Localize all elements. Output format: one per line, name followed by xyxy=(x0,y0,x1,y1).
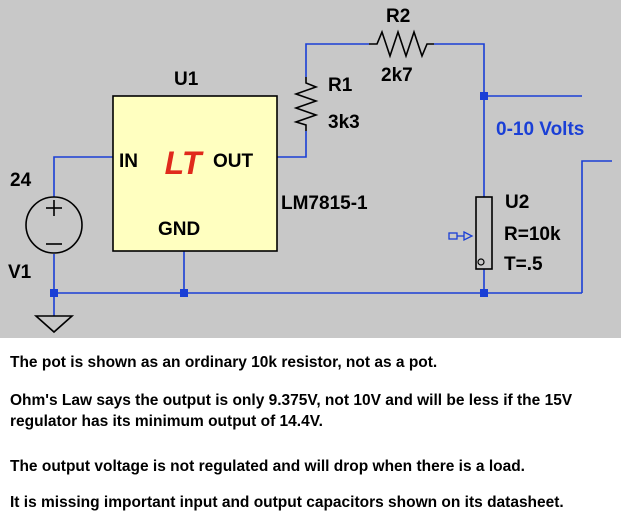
resistor-r1 xyxy=(293,77,319,131)
note-ohms-law: Ohm's Law says the output is only 9.375V… xyxy=(10,392,573,430)
junction-output-node xyxy=(480,92,488,100)
source-ref: V1 xyxy=(8,262,32,283)
wire-v1-positive-to-in xyxy=(53,156,113,197)
note-not-regulated: The output voltage is not regulated and … xyxy=(10,458,525,475)
wire-output-terminal xyxy=(581,160,612,293)
junction-ground-gnd xyxy=(180,289,188,297)
voltage-source xyxy=(25,196,83,254)
regulator-model: LM7815-1 xyxy=(281,193,368,214)
junctions xyxy=(50,92,488,297)
note-missing-capacitors: It is missing important input and output… xyxy=(10,494,564,511)
lt-logo: LT xyxy=(165,145,204,181)
note-pot: The pot is shown as an ordinary 10k resi… xyxy=(10,354,438,371)
junction-ground-pot xyxy=(480,289,488,297)
pot-setting: T=.5 xyxy=(504,254,543,275)
regulator-pin-out: OUT xyxy=(213,151,254,172)
pot-ref: U2 xyxy=(505,192,529,213)
pot-value: R=10k xyxy=(504,224,561,245)
wire-r2-to-output-node xyxy=(434,43,485,197)
wire-out-to-r1 xyxy=(277,131,307,158)
resistor-r2 xyxy=(369,29,434,59)
output-label: 0-10 Volts xyxy=(496,119,584,140)
regulator-pin-in: IN xyxy=(119,151,138,172)
schematic-background xyxy=(0,0,621,338)
regulator-pin-gnd: GND xyxy=(158,219,200,240)
pot-pin-circle xyxy=(477,258,485,266)
regulator-body xyxy=(112,95,278,252)
junction-ground-left xyxy=(50,289,58,297)
pot-wiper-arrow xyxy=(448,230,474,242)
regulator-ref: U1 xyxy=(174,69,199,90)
source-value: 24 xyxy=(10,170,32,191)
pot-body xyxy=(475,196,493,270)
circuit-schematic: U1 IN OUT GND LM7815-1 LT 24 V1 R1 3k3 R… xyxy=(0,0,621,338)
r2-ref: R2 xyxy=(386,6,410,27)
r1-ref: R1 xyxy=(328,75,353,96)
r1-value: 3k3 xyxy=(328,112,360,133)
wire-r1-to-r2 xyxy=(305,43,369,77)
ground-symbol xyxy=(33,315,75,334)
r2-value: 2k7 xyxy=(381,65,413,86)
